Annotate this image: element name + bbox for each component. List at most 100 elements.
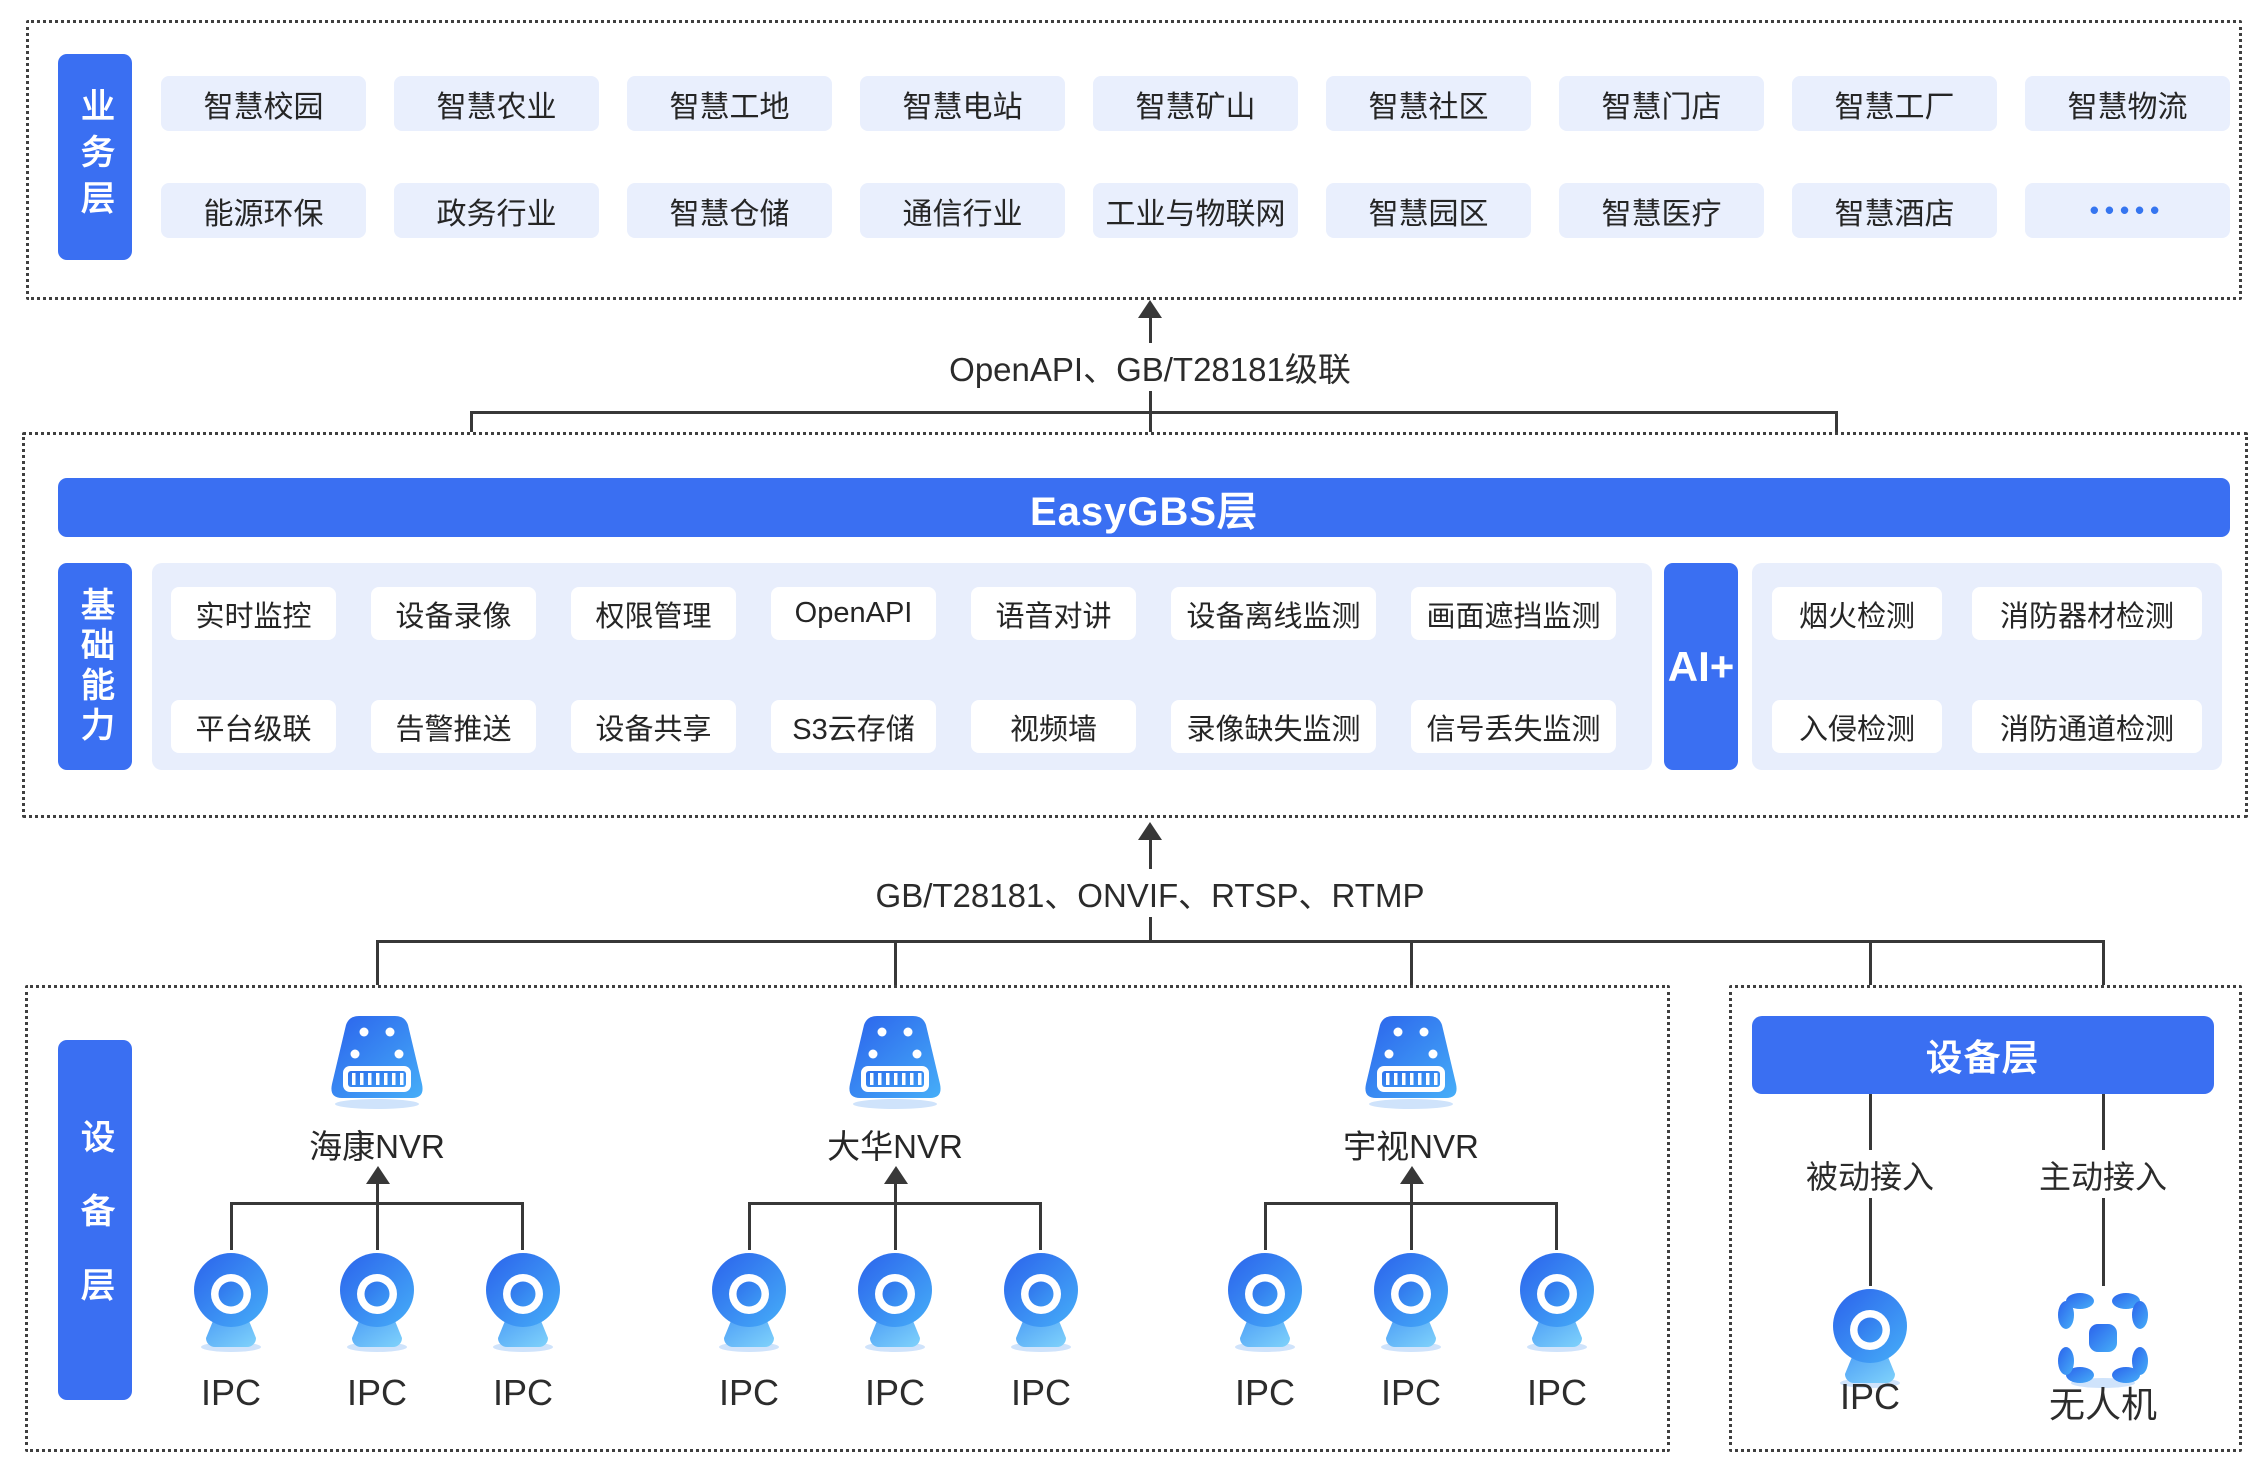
drone-icon <box>2058 1293 2148 1388</box>
business-chip: 能源环保 <box>161 183 366 238</box>
nvr-icon <box>331 1016 423 1109</box>
ipc-t-bar <box>748 1202 1042 1205</box>
ai-row-1: 烟火检测 消防器材检测 <box>1772 587 2202 640</box>
business-chip: 智慧矿山 <box>1093 76 1298 131</box>
ipc-drop-right <box>1555 1202 1558 1250</box>
ipc-t-bar <box>230 1202 524 1205</box>
ipc-camera-icon <box>1520 1253 1594 1352</box>
business-chip: 智慧仓储 <box>627 183 832 238</box>
ipc-label: IPC <box>864 1372 925 1413</box>
arrow-up-icon <box>1138 300 1162 318</box>
nvr-label: 宇视NVR <box>1343 1128 1479 1165</box>
ipc-label: IPC <box>200 1372 261 1413</box>
ipc-drop-right <box>1039 1202 1042 1250</box>
business-chip-row-1: 智慧校园 智慧农业 智慧工地 智慧电站 智慧矿山 智慧社区 智慧门店 智慧工厂 … <box>161 76 2230 131</box>
more-dots: ••••• <box>2025 183 2230 238</box>
capability-tab: 基础能力 <box>58 563 132 770</box>
ai-row-2: 入侵检测 消防通道检测 <box>1772 700 2202 753</box>
business-chip: 智慧社区 <box>1326 76 1531 131</box>
capability-chip: 画面遮挡监测 <box>1411 587 1616 640</box>
capability-chip: 视频墙 <box>971 700 1136 753</box>
ipc-camera-icon <box>194 1253 268 1352</box>
drop-line-nvr-3 <box>1410 940 1413 1014</box>
capability-row-2: 平台级联 告警推送 设备共享 S3云存储 视频墙 录像缺失监测 信号丢失监测 <box>171 700 1616 753</box>
top-link-label: OpenAPI、GB/T28181级联 <box>931 343 1369 391</box>
ipc-label: IPC <box>492 1372 553 1413</box>
capability-chip: 设备共享 <box>571 700 736 753</box>
capability-chip: 设备录像 <box>371 587 536 640</box>
business-chip: 智慧电站 <box>860 76 1065 131</box>
active-line-lower <box>2102 1198 2105 1286</box>
gbs-bar: EasyGBS层 <box>58 478 2230 537</box>
business-layer-tab: 业务层 <box>58 54 132 260</box>
capability-chip: 信号丢失监测 <box>1411 700 1616 753</box>
capability-chip: 权限管理 <box>571 587 736 640</box>
passive-line-upper <box>1869 1094 1872 1150</box>
drop-line-nvr-1 <box>376 940 379 1014</box>
passive-line-lower <box>1869 1198 1872 1286</box>
mode-label: 被动接入 <box>1795 1152 1945 1198</box>
ipc-camera-icon <box>1004 1253 1078 1352</box>
ipc-camera-icon <box>1374 1253 1448 1352</box>
connector-line-top-horizontal <box>470 411 1838 414</box>
business-chip: 智慧物流 <box>2025 76 2230 131</box>
active-line-upper <box>2102 1094 2105 1150</box>
ipc-camera-icon <box>486 1253 560 1352</box>
connector-line-top-center <box>1149 316 1152 478</box>
business-layer-box <box>26 20 2242 300</box>
ipc-camera-icon <box>1833 1289 1907 1388</box>
ipc-label: IPC <box>346 1372 407 1413</box>
drop-line-nvr-2 <box>894 940 897 1014</box>
ipc-camera-icon <box>340 1253 414 1352</box>
business-chip: 智慧农业 <box>394 76 599 131</box>
ai-plus-tab: AI+ <box>1664 563 1738 770</box>
ai-chip: 入侵检测 <box>1772 700 1942 753</box>
capability-chip: 设备离线监测 <box>1171 587 1376 640</box>
ipc-drop-center <box>376 1205 379 1250</box>
capability-chip: 平台级联 <box>171 700 336 753</box>
capability-chip: S3云存储 <box>771 700 936 753</box>
ipc-camera-icon <box>858 1253 932 1352</box>
ai-chip: 烟火检测 <box>1772 587 1942 640</box>
arrow-up-icon <box>1138 822 1162 840</box>
mode-label: 主动接入 <box>2028 1152 2178 1198</box>
connector-line-bottom-horizontal <box>377 940 2105 943</box>
business-chip: 智慧门店 <box>1559 76 1764 131</box>
capability-chip: 语音对讲 <box>971 587 1136 640</box>
capability-chip: OpenAPI <box>771 587 936 640</box>
nvr-arrow-line <box>376 1182 379 1204</box>
ipc-camera-icon <box>712 1253 786 1352</box>
ipc-drop-center <box>1410 1205 1413 1250</box>
ipc-label: IPC <box>1526 1372 1587 1413</box>
business-chip: 智慧校园 <box>161 76 366 131</box>
ipc-label: IPC <box>1839 1376 1900 1417</box>
business-chip: 通信行业 <box>860 183 1065 238</box>
ipc-label: IPC <box>1380 1372 1441 1413</box>
business-chip: 智慧工厂 <box>1792 76 1997 131</box>
business-chip: 工业与物联网 <box>1093 183 1298 238</box>
ai-chip: 消防通道检测 <box>1972 700 2202 753</box>
business-chip: 智慧工地 <box>627 76 832 131</box>
business-chip: 智慧园区 <box>1326 183 1531 238</box>
business-chip-row-2: 能源环保 政务行业 智慧仓储 通信行业 工业与物联网 智慧园区 智慧医疗 智慧酒… <box>161 183 2230 238</box>
bottom-link-label: GB/T28181、ONVIF、RTSP、RTMP <box>857 869 1443 917</box>
arrow-up-icon <box>1400 1166 1424 1184</box>
capability-chip: 实时监控 <box>171 587 336 640</box>
device-layer-header: 设备层 <box>1752 1016 2214 1094</box>
ipc-label: IPC <box>1234 1372 1295 1413</box>
ipc-label: IPC <box>1010 1372 1071 1413</box>
ipc-camera-icon <box>1228 1253 1302 1352</box>
nvr-label: 大华NVR <box>827 1128 963 1165</box>
arrow-up-icon <box>366 1166 390 1184</box>
business-chip: 智慧酒店 <box>1792 183 1997 238</box>
drop-line-active <box>2102 940 2105 1016</box>
nvr-arrow-line <box>1410 1182 1413 1204</box>
ipc-label: IPC <box>718 1372 779 1413</box>
capability-row-1: 实时监控 设备录像 权限管理 OpenAPI 语音对讲 设备离线监测 画面遮挡监… <box>171 587 1616 640</box>
drone-label: 无人机 <box>2048 1384 2157 1425</box>
ipc-drop-center <box>894 1205 897 1250</box>
ipc-t-bar <box>1264 1202 1558 1205</box>
capability-chip: 录像缺失监测 <box>1171 700 1376 753</box>
nvr-label: 海康NVR <box>309 1128 445 1165</box>
ai-chip: 消防器材检测 <box>1972 587 2202 640</box>
